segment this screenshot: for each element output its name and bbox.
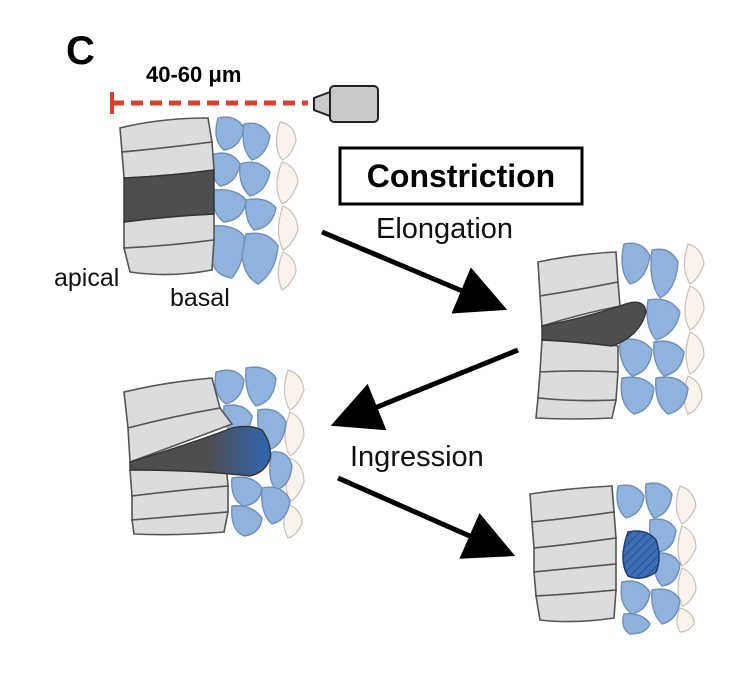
ingressed-cell [622, 530, 660, 580]
tissue-stage-3 [123, 366, 305, 539]
pale-cell-column [275, 121, 299, 291]
constriction-box-border [338, 146, 584, 206]
gray-cell-column [529, 485, 617, 623]
arrow-to-exit [336, 475, 516, 559]
basal-label: basal [170, 284, 230, 312]
tissue-stage-4 [529, 482, 697, 635]
gray-cell-column [535, 251, 621, 420]
elongating-cell [541, 301, 647, 347]
ingressing-cell [129, 425, 272, 477]
tissue-stage-2 [535, 242, 705, 420]
pale-cell-column [675, 485, 697, 633]
apical-label: apical [54, 264, 119, 292]
pale-cell-column [683, 243, 705, 415]
arrow-to-elongation [321, 229, 508, 314]
tissue-stage-1: apical basal [54, 116, 299, 312]
gray-cell-column [119, 117, 215, 276]
constriction-label: Constriction [367, 158, 555, 194]
constricting-cell [123, 169, 215, 223]
constriction-box: Constriction [338, 146, 584, 206]
arrow-to-ingression [330, 347, 519, 431]
microscope-objective-icon [313, 85, 379, 123]
blue-cell-cluster [209, 116, 279, 285]
scale-bar-label: 40-60 μm [146, 62, 241, 87]
scale-bar: 40-60 μm [110, 62, 308, 114]
panel-letter: C [66, 29, 95, 73]
elongation-label: Elongation [376, 213, 513, 245]
blue-cell-cluster [619, 242, 689, 415]
ingression-label: Ingression [350, 441, 484, 473]
